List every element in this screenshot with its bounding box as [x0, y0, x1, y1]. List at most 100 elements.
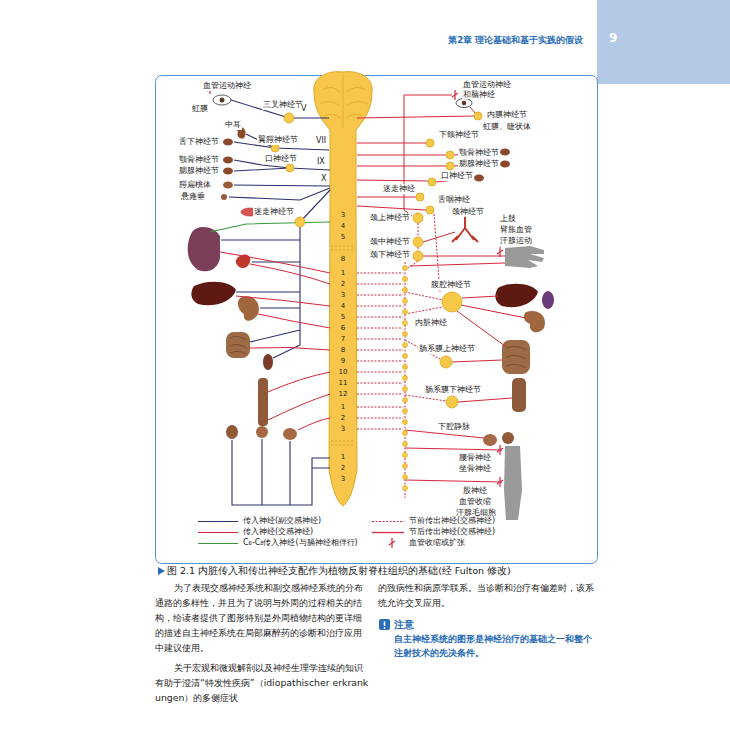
legend-line	[198, 543, 238, 544]
organ-shape	[223, 139, 233, 146]
ganglion-label: 颈上神经节	[369, 213, 411, 223]
ganglion-label: 三叉神经节	[262, 100, 304, 110]
organ-shape	[213, 95, 231, 105]
nerve-path	[389, 538, 395, 548]
nerve-label: 内脏神经	[414, 318, 448, 328]
segment-number: 1	[336, 268, 350, 278]
nerve-label: 迷走神经	[382, 184, 416, 194]
nerve-path	[230, 336, 246, 354]
organ-shape	[483, 434, 497, 446]
ganglion-dot	[220, 98, 225, 103]
nerve-path	[210, 222, 330, 232]
nerve-path	[188, 227, 220, 271]
ganglion-dot	[403, 266, 408, 271]
ganglion-label: 下颌神经节	[438, 130, 480, 140]
nerve-label: 血管运动神经	[202, 81, 252, 91]
ganglion-label: 肠系膜下神经节	[424, 385, 482, 395]
panel-rect	[502, 340, 530, 374]
segment-number: 4	[336, 221, 350, 231]
ganglion-dot	[403, 431, 408, 436]
segment-number: 5	[336, 232, 350, 242]
ganglion-dot	[413, 237, 423, 247]
organ-shape	[500, 161, 510, 168]
panel-rect	[156, 76, 598, 564]
cranial-nerve-number: V	[300, 104, 307, 114]
nerve-label: 臂胀血管	[499, 225, 533, 235]
segment-number: 2	[336, 463, 350, 473]
caption-marker	[158, 567, 165, 575]
ganglion-dot	[440, 356, 452, 368]
nerve-label: 血管收缩	[458, 497, 492, 507]
ganglion-dot	[403, 288, 408, 293]
ganglion-dot	[403, 310, 408, 315]
ganglion-dot	[284, 113, 294, 123]
ganglion-label: 口神经节	[264, 154, 298, 164]
nerve-path	[524, 311, 545, 332]
nerve-label: 汗腺运动	[499, 236, 533, 246]
nerve-path	[220, 252, 330, 430]
nerve-label: 股神经	[462, 486, 488, 496]
organ-shape	[223, 168, 233, 175]
legend-text: 血管收缩或扩张	[409, 538, 465, 548]
ganglion-label: 内膜神经节	[486, 110, 528, 120]
ganglion-dot	[403, 321, 408, 326]
ganglion-dot	[428, 178, 436, 186]
segment-number: 2	[336, 413, 350, 423]
nerve-path	[506, 346, 526, 368]
segment-number: 6	[336, 323, 350, 333]
segment-number: 3	[336, 424, 350, 434]
legend-text: 节前传出神经(交感神经)	[409, 516, 495, 526]
legend-text: 传入神经(交感神经)	[243, 527, 313, 537]
panel-rect	[379, 619, 390, 630]
legend-line	[198, 521, 238, 522]
organ-shape	[263, 354, 273, 370]
segment-number: 12	[336, 389, 350, 399]
organ-shape	[283, 428, 297, 440]
figure-caption: 图 2.1 内脏传入和传出神经支配作为植物反射脊柱组织的基础(经 Fulton …	[167, 565, 511, 576]
organ-label: 下腔静脉	[437, 422, 471, 432]
panel-rect	[597, 0, 730, 84]
ganglion-dot	[403, 475, 408, 480]
segment-number: 10	[336, 367, 350, 377]
nerve-label: 坐骨神经	[458, 464, 492, 474]
organ-label: 中耳	[224, 120, 242, 130]
ganglion-dot	[403, 354, 408, 359]
ganglion-dot	[442, 292, 462, 312]
legend-line	[372, 521, 404, 522]
cranial-nerve-number: X	[320, 174, 327, 184]
panel-rect	[226, 332, 250, 358]
ganglion-label: 颈神经节	[451, 207, 485, 217]
nerve-path	[320, 74, 368, 128]
nerve-path	[238, 296, 259, 321]
segment-number: 5	[336, 312, 350, 322]
organ-label: 上肢	[499, 214, 517, 224]
segment-number: 9	[336, 356, 350, 366]
organ-label: 悬雍垂	[180, 192, 206, 202]
segment-number: 7	[336, 334, 350, 344]
ganglion-label: 颚骨神经节	[458, 148, 500, 158]
ganglion-dot	[403, 409, 408, 414]
segment-number: 8	[336, 345, 350, 355]
ganglion-dot	[416, 193, 424, 201]
ganglion-label: 颈中神经节	[369, 237, 411, 247]
segment-number: 8	[336, 254, 350, 264]
organ-shape	[256, 426, 268, 438]
ganglion-dot	[403, 299, 408, 304]
ganglion-dot	[271, 144, 279, 152]
ganglion-dot	[403, 387, 408, 392]
nerve-path	[207, 84, 503, 487]
ganglion-dot	[403, 464, 408, 469]
legend-text: 传入神经(副交感神经)	[243, 516, 321, 526]
running-header: 第2章 理论基础和基于实践的假设	[448, 35, 583, 46]
segment-number: 3	[336, 290, 350, 300]
panel-rect	[512, 378, 526, 412]
panel-rect	[258, 378, 268, 426]
nerve-path	[191, 282, 236, 306]
ganglion-dot	[286, 164, 294, 172]
nerve-path	[504, 446, 522, 520]
ganglion-dot	[426, 206, 434, 214]
nerve-path	[314, 72, 372, 506]
organ-label: 虹膜、睫状体	[482, 122, 532, 132]
ganglion-label: 舌下神经节	[178, 137, 220, 147]
